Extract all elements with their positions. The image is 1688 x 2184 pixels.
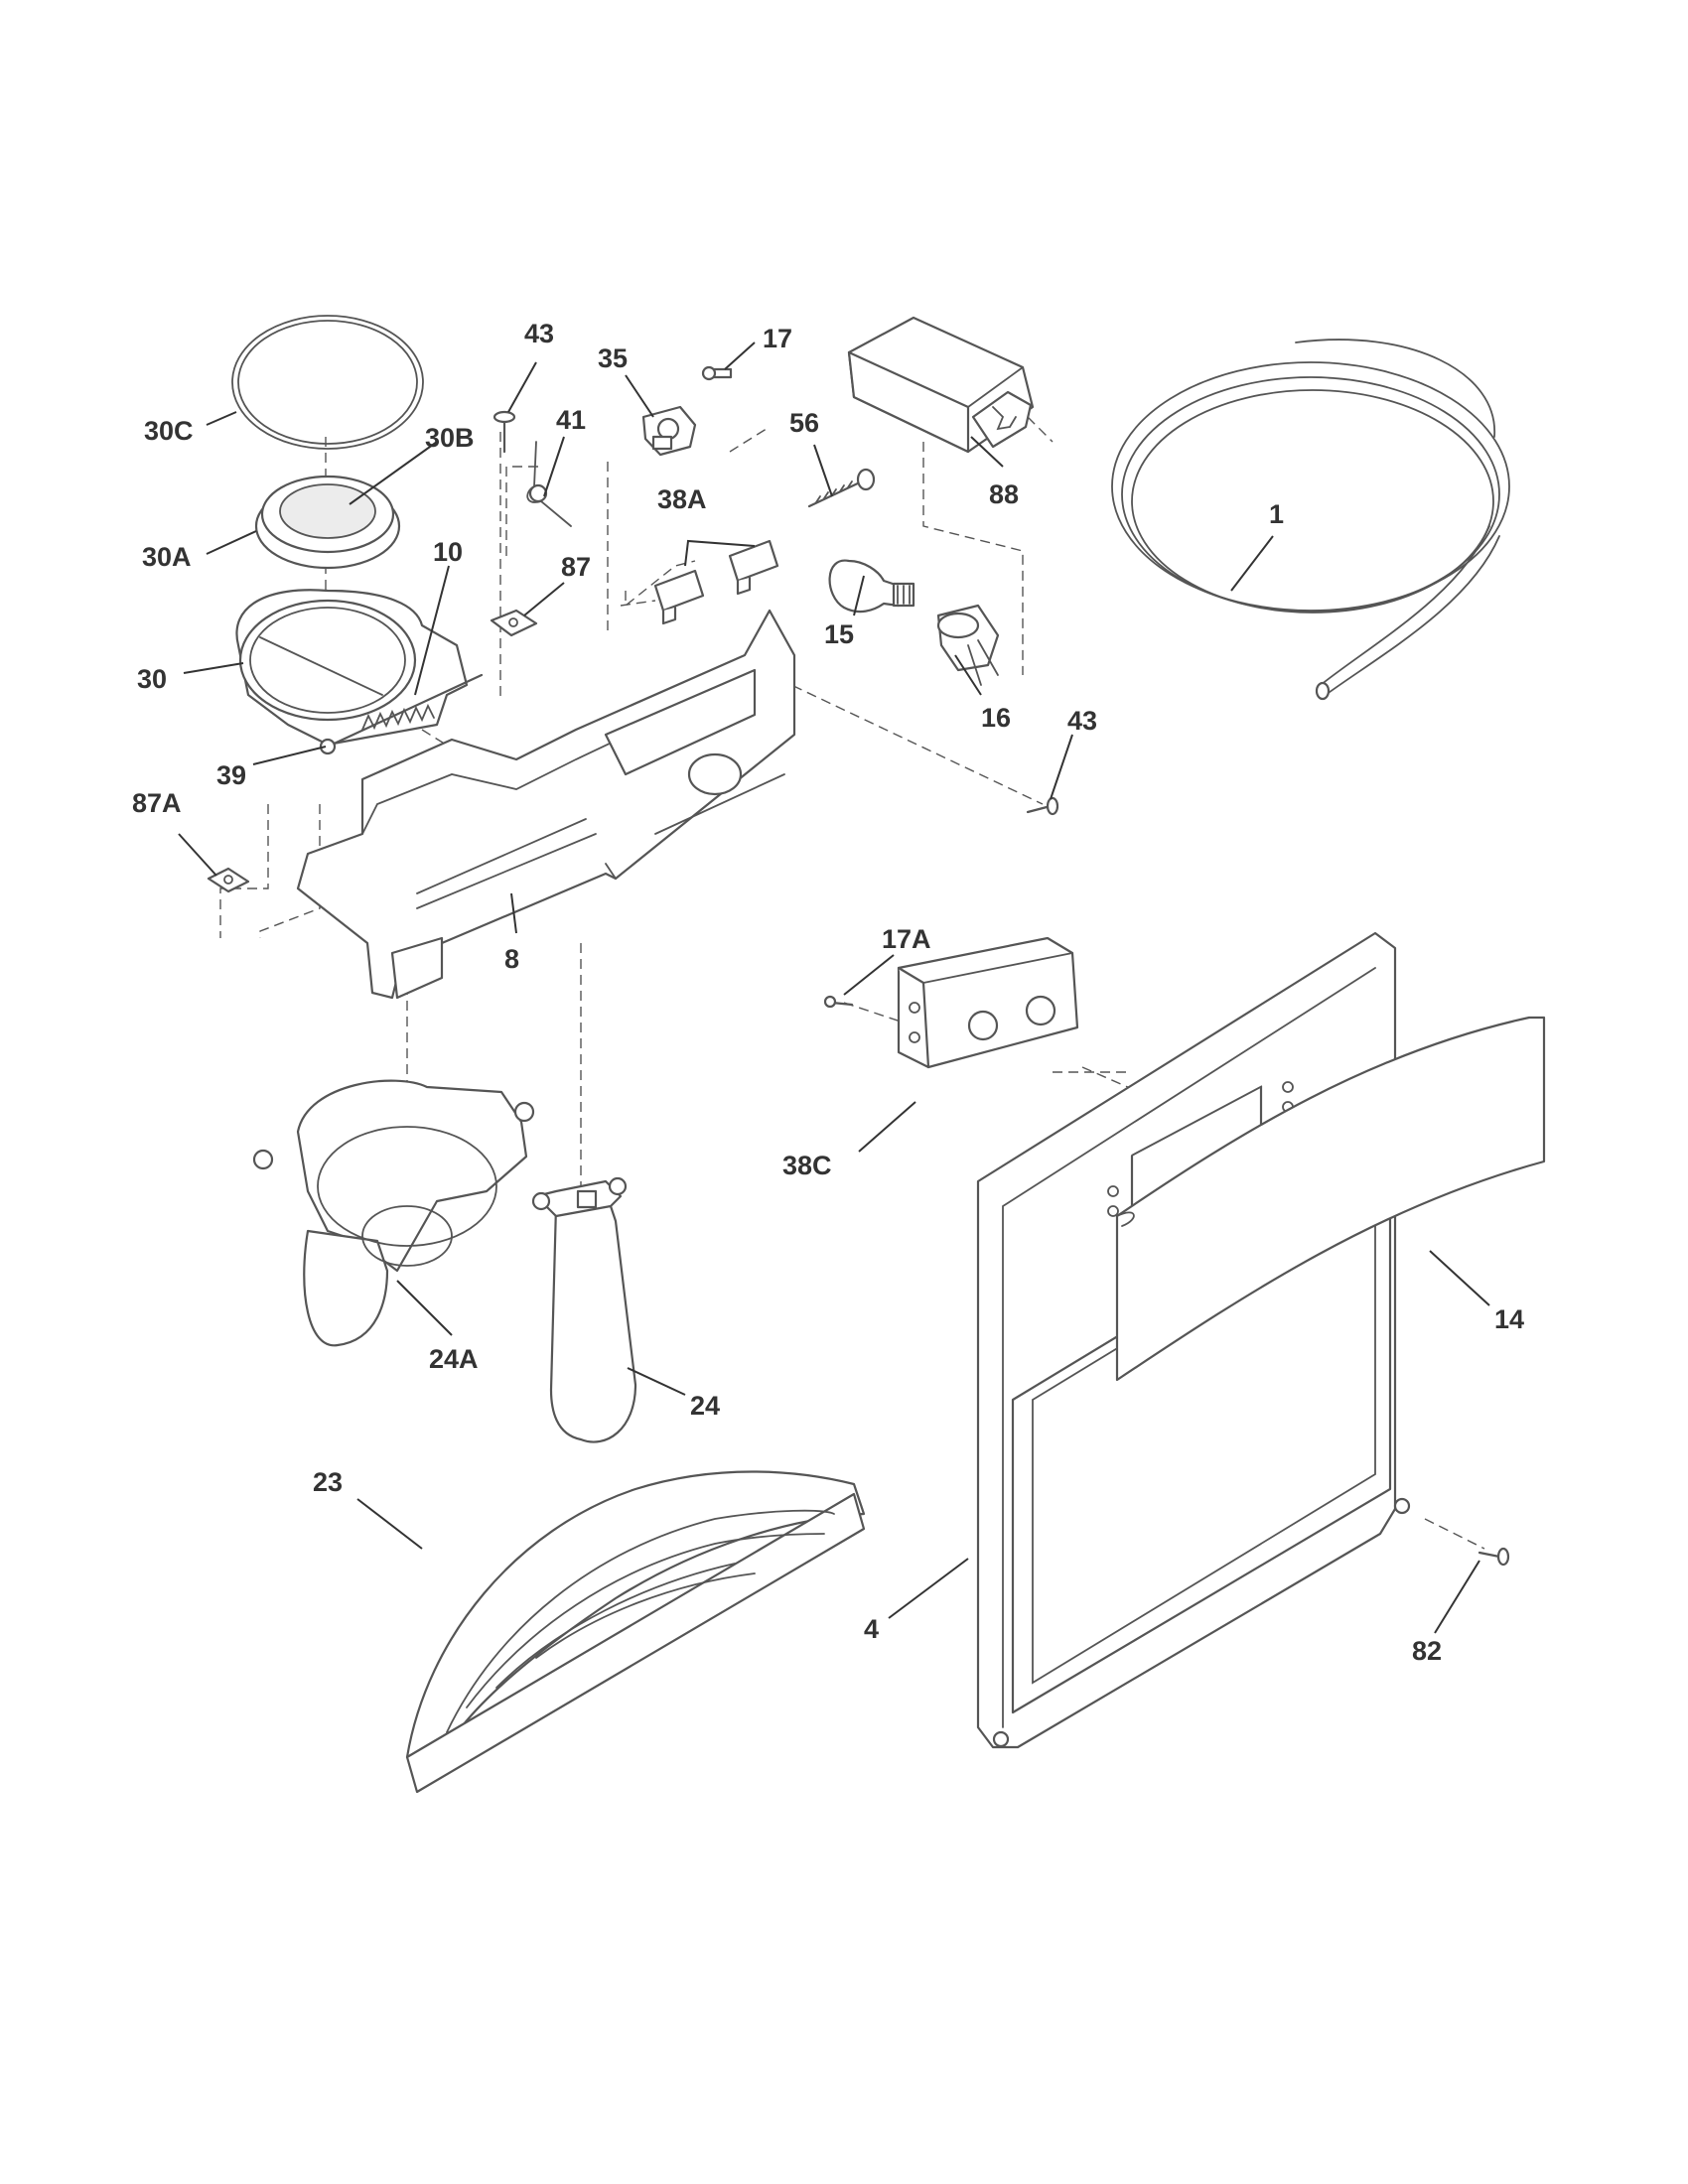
callout-35: 35 (598, 343, 628, 373)
callout-10: 10 (433, 537, 463, 567)
part-43-screw-top (492, 410, 516, 454)
part-8-housing (296, 609, 796, 1000)
part-23-tray (405, 1470, 866, 1794)
part-16-socket (936, 604, 1000, 686)
callout-30a: 30A (142, 542, 192, 572)
leader-lines (178, 341, 1490, 1634)
callout-1: 1 (1269, 499, 1284, 529)
callout-24: 24 (690, 1391, 720, 1421)
part-24a-chute (252, 1079, 535, 1347)
part-38a-switches (653, 539, 779, 625)
callout-87: 87 (561, 552, 591, 582)
part-24-flap (531, 1176, 637, 1443)
callout-17: 17 (763, 324, 792, 353)
callout-30c: 30C (144, 416, 194, 446)
callout-labels: 30C 30B 30A 10 30 39 87A 43 41 87 35 17 … (132, 319, 1524, 1666)
callout-17a: 17A (882, 924, 931, 954)
callout-88: 88 (989, 479, 1019, 509)
callout-39: 39 (216, 760, 246, 790)
part-56-screw (807, 468, 876, 508)
part-41-spring-wire (526, 441, 572, 527)
part-17-screw (701, 365, 733, 381)
part-87a-insulator (207, 867, 250, 893)
part-30-flap (235, 589, 469, 747)
callout-16: 16 (981, 703, 1011, 733)
part-17a-screw (823, 995, 854, 1009)
callout-24a: 24A (429, 1344, 479, 1374)
part-4-panel (976, 931, 1411, 1749)
callout-30: 30 (137, 664, 167, 694)
part-30a-cap (254, 475, 401, 570)
part-15-bulb (828, 559, 915, 614)
callout-30b: 30B (425, 423, 475, 453)
callout-38c: 38C (782, 1151, 832, 1180)
callout-23: 23 (313, 1467, 343, 1497)
part-14-cover (1115, 1016, 1546, 1382)
callout-41: 41 (556, 405, 586, 435)
part-38c-bracket (897, 936, 1079, 1069)
callout-82: 82 (1412, 1636, 1442, 1666)
part-82-screw (1477, 1547, 1510, 1567)
part-43-screw-right (1026, 796, 1059, 816)
callout-87a: 87A (132, 788, 182, 818)
part-87-insulator (490, 609, 538, 637)
part-30c-gasket (231, 315, 424, 450)
part-35-switch (641, 405, 697, 457)
part-10-spring (361, 703, 435, 731)
callout-15: 15 (824, 619, 854, 649)
callout-4: 4 (864, 1614, 879, 1644)
callout-43-top: 43 (524, 319, 554, 348)
callout-38a: 38A (657, 484, 707, 514)
callout-8: 8 (504, 944, 519, 974)
callout-14: 14 (1494, 1304, 1524, 1334)
callout-43-right: 43 (1067, 706, 1097, 736)
part-88-box (847, 316, 1035, 454)
callout-56: 56 (789, 408, 819, 438)
part-1-tube (1111, 339, 1510, 701)
